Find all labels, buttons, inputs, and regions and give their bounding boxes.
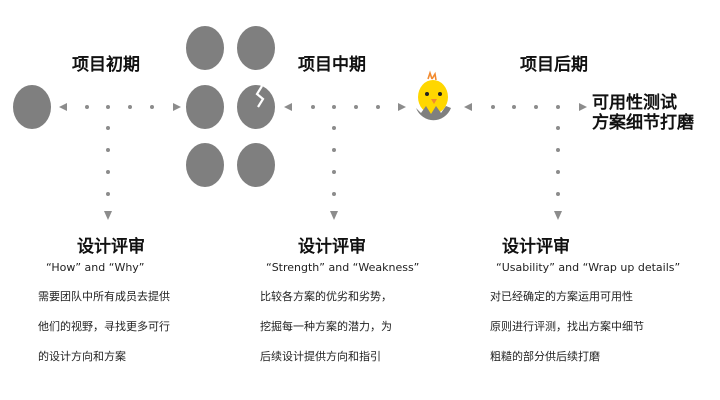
review-keywords-2: “Strength” and “Weakness”	[266, 261, 420, 274]
review-desc-line: 挖掘每一种方案的潜力，为	[260, 320, 392, 333]
final-goal-line2: 方案细节打磨	[592, 113, 694, 133]
connector-early	[59, 103, 181, 111]
final-goal: 可用性测试 方案细节打磨	[592, 93, 694, 133]
connector-late	[464, 103, 587, 111]
vertical-connector-2	[330, 126, 338, 220]
review-desc-1: 需要团队中所有成员去提供 他们的视野，寻找更多可行 的设计方向和方案	[38, 282, 170, 372]
final-goal-line1: 可用性测试	[592, 93, 677, 113]
review-title-1: 设计评审	[77, 237, 145, 257]
review-desc-line: 比较各方案的优劣和劣势，	[260, 290, 392, 303]
egg-cluster-icon	[186, 26, 275, 187]
review-keywords-3: “Usability” and “Wrap up details”	[496, 261, 681, 274]
review-title-2: 设计评审	[298, 237, 366, 257]
hatching-chick-icon	[416, 70, 451, 121]
review-desc-line: 粗糙的部分供后续打磨	[490, 350, 600, 363]
vertical-connector-1	[104, 126, 112, 220]
phase-title-late: 项目后期	[520, 55, 588, 75]
review-desc-line: 他们的视野，寻找更多可行	[38, 320, 170, 333]
phase-title-middle: 项目中期	[298, 55, 366, 75]
review-desc-line: 需要团队中所有成员去提供	[38, 290, 170, 303]
review-desc-line: 对已经确定的方案运用可用性	[490, 290, 633, 303]
vertical-connector-3	[554, 126, 562, 220]
review-desc-2: 比较各方案的优劣和劣势， 挖掘每一种方案的潜力，为 后续设计提供方向和指引	[260, 282, 392, 372]
review-desc-line: 原则进行评测，找出方案中细节	[490, 320, 644, 333]
review-title-3: 设计评审	[502, 237, 570, 257]
connector-middle	[284, 103, 406, 111]
review-keywords-1: “How” and “Why”	[46, 261, 145, 274]
egg-crack-icon	[255, 85, 265, 108]
review-desc-line: 的设计方向和方案	[38, 350, 126, 363]
review-desc-3: 对已经确定的方案运用可用性 原则进行评测，找出方案中细节 粗糙的部分供后续打磨	[490, 282, 644, 372]
phase-title-early: 项目初期	[72, 55, 140, 75]
single-egg-icon	[13, 85, 51, 129]
review-desc-line: 后续设计提供方向和指引	[260, 350, 381, 363]
